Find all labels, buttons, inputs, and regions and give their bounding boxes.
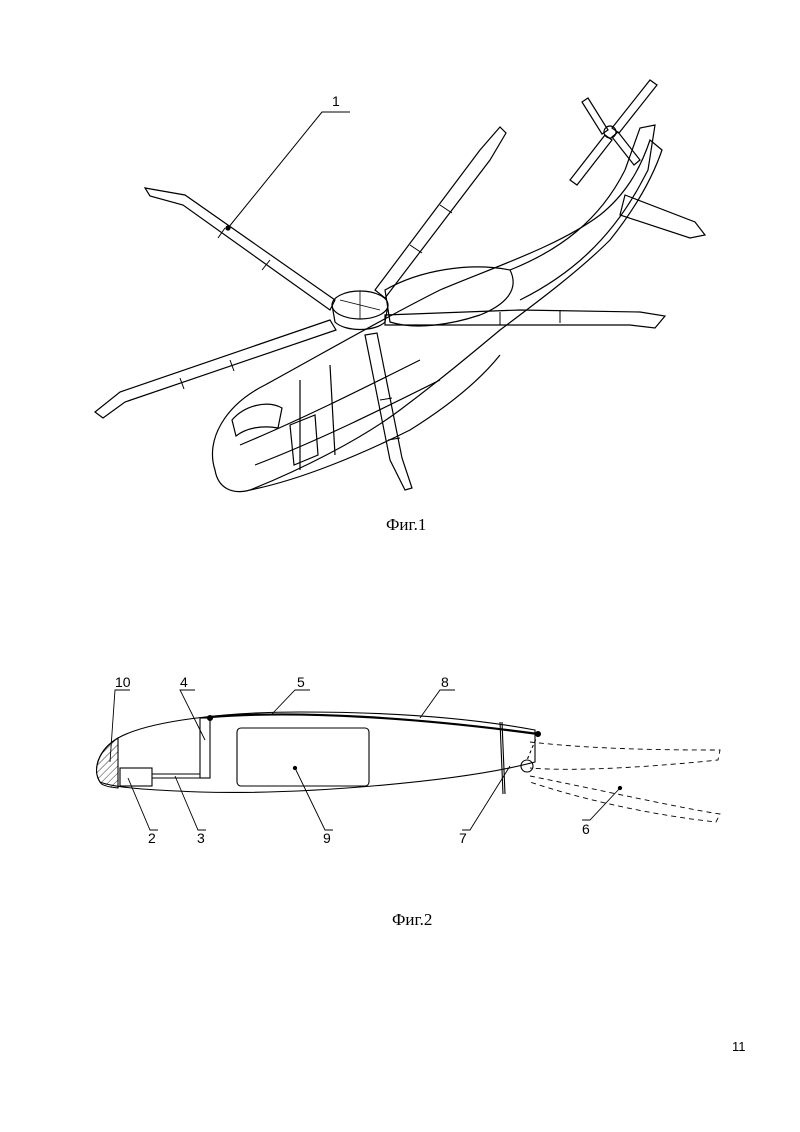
main-rotor — [94, 126, 667, 491]
rear-spar-7 — [499, 721, 506, 795]
flap-6-down — [529, 775, 721, 823]
fuselage-outline — [211, 138, 663, 493]
leader-1 — [227, 111, 350, 229]
label-4: 4 — [180, 674, 188, 690]
engine-cowling — [384, 266, 514, 327]
label-10: 10 — [115, 674, 131, 690]
blade-lower — [364, 332, 413, 491]
label-7: 7 — [459, 830, 467, 846]
cockpit-window — [231, 403, 283, 438]
label-6: 6 — [582, 821, 590, 837]
blade-right — [384, 309, 667, 329]
fuselage-line-b — [254, 379, 441, 466]
label-2: 2 — [148, 830, 156, 846]
tail-boom-upper — [509, 169, 626, 271]
spar-4 — [199, 717, 211, 779]
page-number: 11 — [732, 1039, 746, 1054]
flap-6-up — [529, 741, 721, 770]
cable-5 — [209, 713, 539, 736]
tail-boom-lower — [519, 184, 641, 301]
figure-1-caption: Фиг.1 — [386, 515, 427, 534]
door — [289, 414, 319, 466]
label-5: 5 — [297, 674, 305, 690]
figure-2: 10 4 5 8 2 3 9 7 6 — [0, 650, 800, 900]
horizontal-stabilizer — [619, 194, 707, 239]
blade-lower-left — [94, 319, 337, 419]
nose-cap — [96, 737, 119, 789]
fuselage-frame-2 — [329, 364, 336, 456]
helicopter-drawing: 1 — [94, 79, 707, 493]
tail-rotor — [569, 79, 658, 186]
label-1: 1 — [332, 93, 340, 109]
hinge-7 — [520, 759, 534, 773]
blade-upper-right — [374, 126, 507, 299]
box-2 — [119, 767, 153, 787]
compartment-9 — [236, 727, 370, 787]
blade-upper-left — [143, 187, 336, 311]
figure-2-caption: Фиг.2 — [392, 910, 433, 929]
fuselage-underside — [249, 354, 501, 491]
label-8: 8 — [441, 674, 449, 690]
label-9: 9 — [323, 830, 331, 846]
airfoil-outline — [96, 711, 536, 793]
blade-section-drawing: 10 4 5 8 2 3 9 7 6 — [96, 674, 721, 846]
tail-fin — [624, 124, 656, 186]
fuselage-line-a — [239, 359, 421, 446]
figure-1: 1 — [0, 0, 800, 560]
label-3: 3 — [197, 830, 205, 846]
